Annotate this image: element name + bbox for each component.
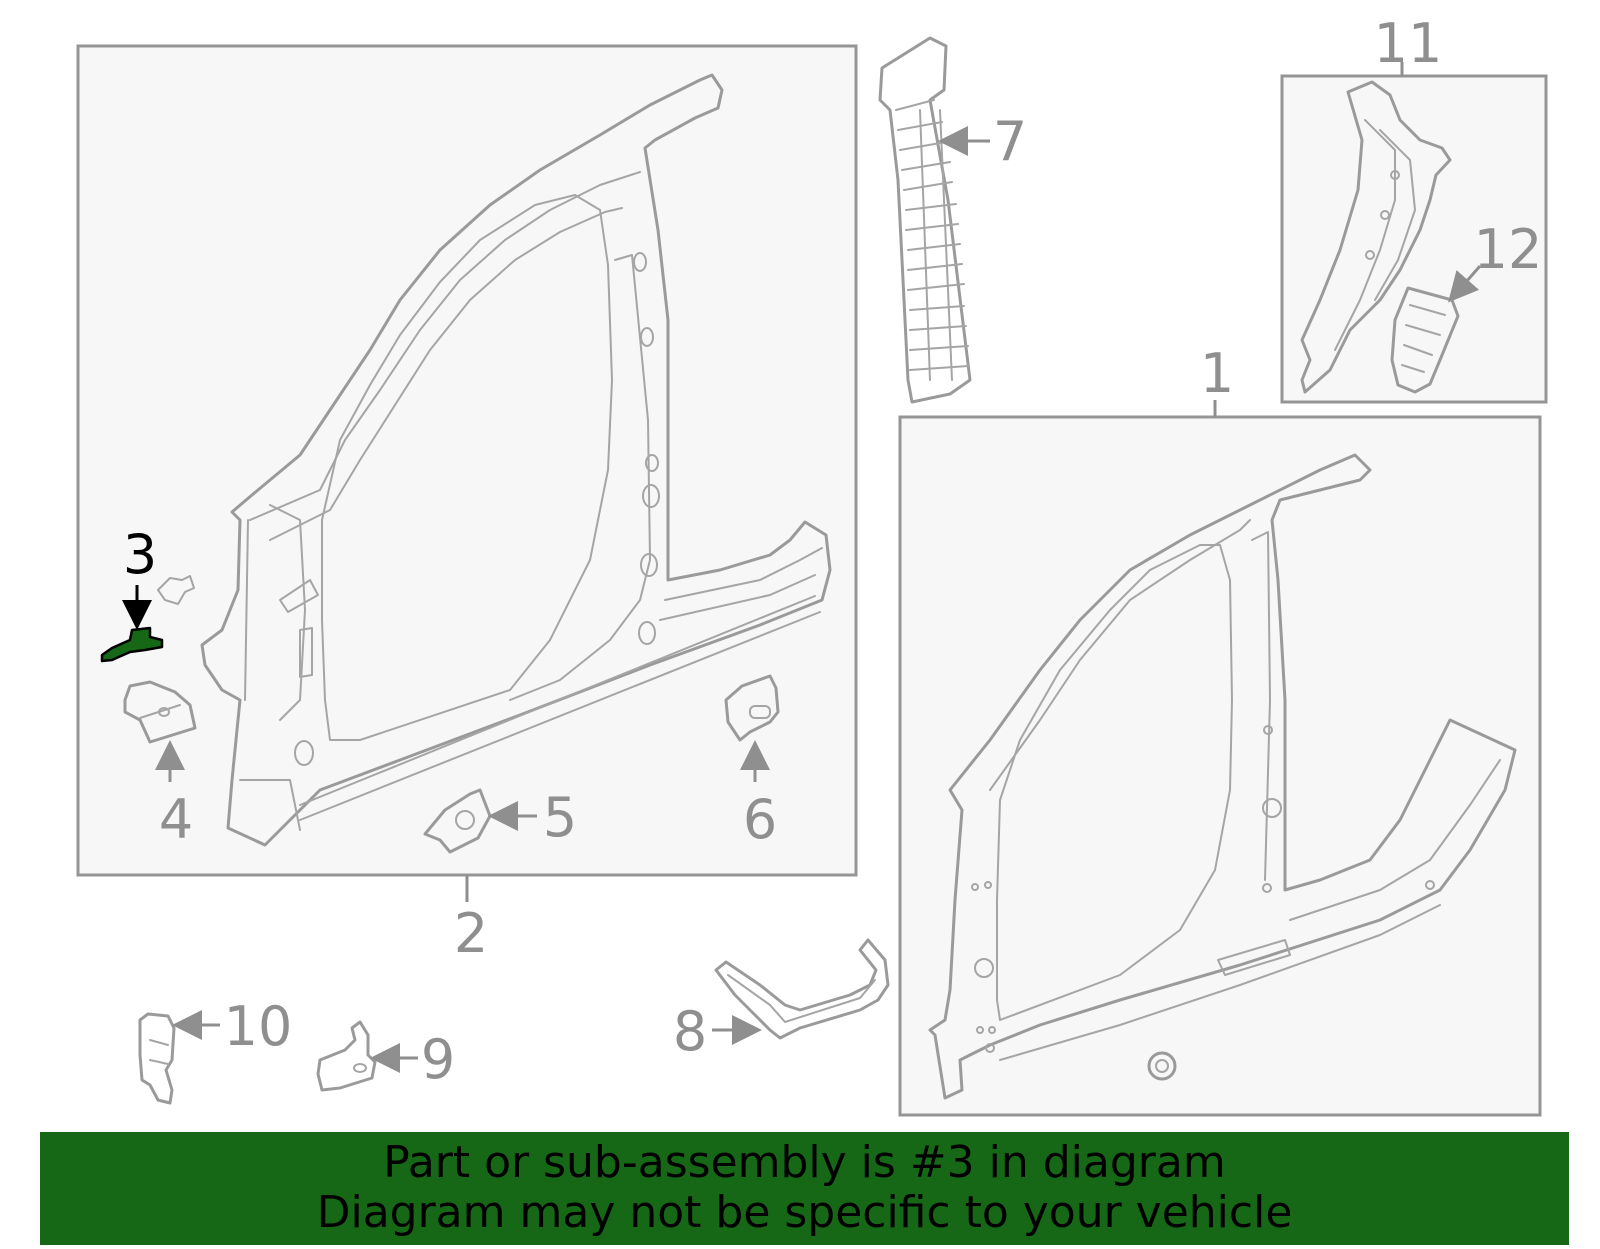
part-2-box xyxy=(76,44,858,877)
part-6-bracket[interactable] xyxy=(724,674,780,782)
part-1-box xyxy=(898,415,1542,1117)
callout-2[interactable]: 2 xyxy=(454,902,488,965)
callout-4[interactable]: 4 xyxy=(159,788,193,851)
part-7-pillar-reinforcement[interactable] xyxy=(878,36,990,404)
part-2-group-box xyxy=(76,44,858,902)
part-1-group-box xyxy=(898,400,1542,1117)
part-4-bracket[interactable] xyxy=(123,680,197,782)
callout-6[interactable]: 6 xyxy=(743,788,777,851)
part-3-clip xyxy=(157,575,195,605)
callout-5[interactable]: 5 xyxy=(543,786,577,849)
part-8-bracket[interactable] xyxy=(712,938,890,1045)
part-1-clip xyxy=(1147,1051,1177,1081)
part-2-side-panel[interactable] xyxy=(200,73,832,847)
callout-12[interactable]: 12 xyxy=(1474,218,1543,281)
callout-10[interactable]: 10 xyxy=(224,995,293,1058)
part-3-highlighted[interactable] xyxy=(100,585,164,663)
part-5-bracket[interactable] xyxy=(423,788,537,854)
callout-3[interactable]: 3 xyxy=(123,523,157,586)
part-12-trim-piece[interactable] xyxy=(1390,265,1482,394)
banner-line-part-number: Part or sub-assembly is #3 in diagram xyxy=(383,1137,1226,1188)
callout-7[interactable]: 7 xyxy=(993,110,1027,173)
banner-line-disclaimer: Diagram may not be specific to your vehi… xyxy=(316,1187,1293,1238)
part-9-bracket[interactable] xyxy=(316,1020,418,1092)
callout-11[interactable]: 11 xyxy=(1374,12,1443,75)
notice-banner: Part or sub-assembly is #3 in diagram Di… xyxy=(40,1132,1569,1245)
part-1-side-panel[interactable] xyxy=(928,453,1517,1100)
part-11-inner-pillar[interactable] xyxy=(1300,80,1452,394)
callout-1[interactable]: 1 xyxy=(1200,342,1234,405)
callout-8[interactable]: 8 xyxy=(673,1000,707,1063)
callout-9[interactable]: 9 xyxy=(421,1028,455,1091)
part-10-bracket[interactable] xyxy=(138,1010,220,1105)
